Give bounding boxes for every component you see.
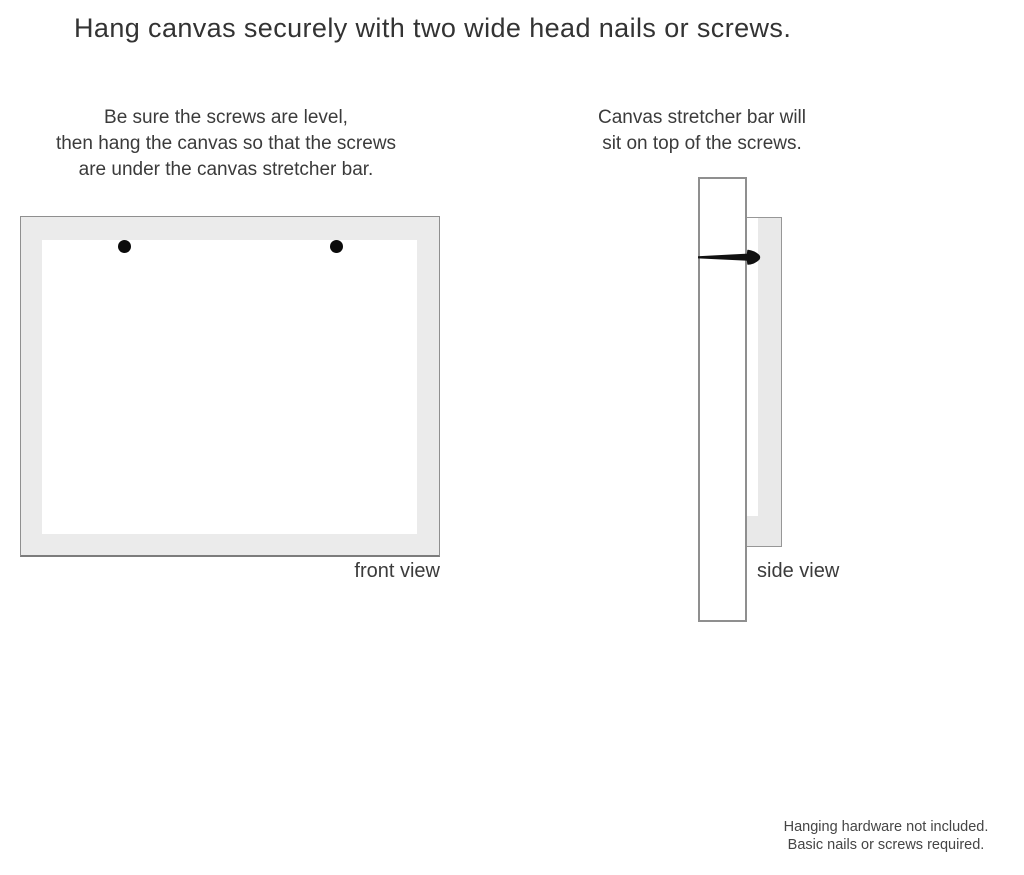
page-title: Hang canvas securely with two wide head … (74, 13, 792, 43)
front-view-canvas-surface (42, 240, 417, 534)
instruction-line: Be sure the screws are level, (104, 107, 348, 128)
instruction-line: sit on top of the screws. (602, 133, 802, 154)
instruction-line: then hang the canvas so that the screws (55, 133, 397, 154)
side-view-label: side view (757, 560, 840, 582)
instruction-left: Be sure the screws are level, then hang … (26, 105, 426, 183)
nail-head-dot-right (330, 240, 343, 253)
nail-head-dot-left (118, 240, 131, 253)
instruction-line: Canvas stretcher bar will (597, 107, 807, 128)
hardware-note-line: Hanging hardware not included. (783, 819, 989, 835)
side-view-stretcher-bar (698, 177, 747, 622)
side-view-canvas-edge (747, 218, 758, 516)
hardware-note: Hanging hardware not included. Basic nai… (760, 818, 1012, 854)
nail-icon (698, 249, 761, 265)
front-view-label: front view (354, 560, 440, 582)
hardware-note-line: Basic nails or screws required. (787, 837, 985, 853)
instruction-line: are under the canvas stretcher bar. (78, 159, 374, 180)
front-view-canvas-frame (20, 216, 440, 557)
instruction-right: Canvas stretcher bar will sit on top of … (552, 105, 852, 157)
